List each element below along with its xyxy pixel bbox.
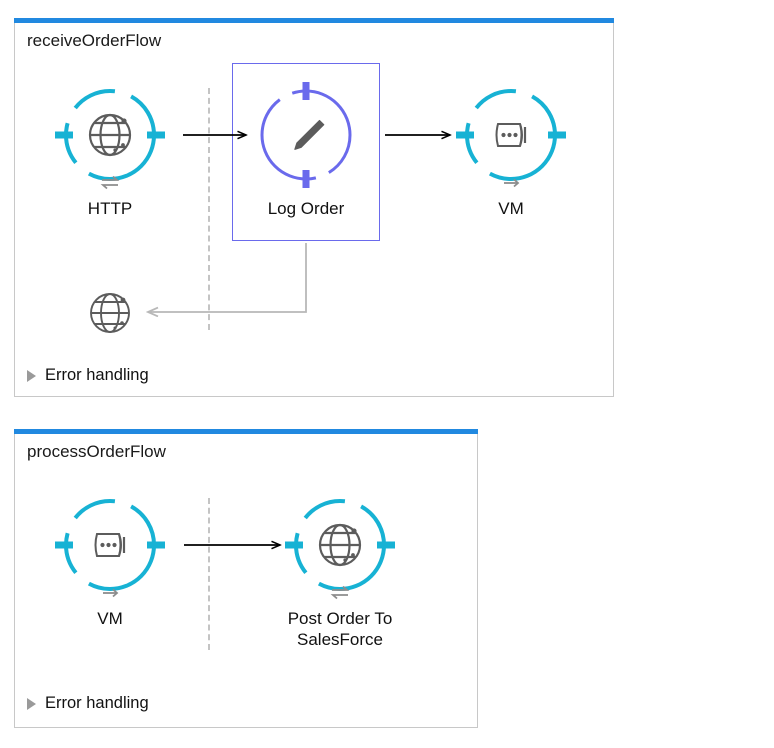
node-circle-post-order-to-salesforce[interactable] bbox=[285, 490, 395, 600]
flow-node-label: VM bbox=[498, 199, 524, 218]
source-process-divider bbox=[208, 498, 210, 650]
queue-icon-dots bbox=[501, 132, 518, 138]
flow-node-http[interactable]: HTTP bbox=[55, 80, 165, 218]
flow-node-label: VM bbox=[97, 609, 123, 628]
flow-node-error-globe[interactable] bbox=[82, 285, 138, 341]
node-circle-vm-listener[interactable] bbox=[55, 490, 165, 600]
globe-icon bbox=[318, 523, 362, 567]
triangle-right-icon[interactable] bbox=[27, 369, 36, 382]
error-handling-label: Error handling bbox=[45, 694, 149, 712]
queue-icon bbox=[495, 123, 527, 147]
node-circle-log-order[interactable] bbox=[251, 80, 361, 190]
error-handling-section[interactable]: Error handling bbox=[27, 366, 149, 385]
source-process-divider bbox=[208, 88, 210, 330]
flow-header-bar bbox=[14, 429, 478, 434]
globe-icon-dots bbox=[113, 297, 126, 330]
globe-icon bbox=[90, 293, 130, 333]
flow-container-processOrderFlow[interactable]: processOrderFlow Error handling bbox=[14, 429, 478, 728]
flow-node-log-order[interactable]: Log Order bbox=[251, 80, 361, 218]
selection-box-log-order[interactable] bbox=[232, 63, 380, 241]
node-circle-http[interactable] bbox=[55, 80, 165, 190]
node-circle-vm-publish[interactable] bbox=[456, 80, 566, 190]
globe-icon-dots bbox=[343, 528, 357, 562]
globe-icon-dots bbox=[113, 118, 127, 152]
triangle-right-icon[interactable] bbox=[27, 697, 36, 710]
globe-icon bbox=[88, 113, 132, 157]
node-circle-error-globe[interactable] bbox=[82, 285, 138, 341]
flow-container-receiveOrderFlow[interactable]: receiveOrderFlow Error handling bbox=[14, 18, 614, 397]
flow-title: receiveOrderFlow bbox=[27, 31, 162, 50]
flow-node-label: Log Order bbox=[267, 199, 345, 218]
flow-header-bar bbox=[14, 18, 614, 23]
flow-node-post-order-to-salesforce[interactable]: Post Order To SalesForce bbox=[285, 490, 395, 649]
exchange-arrows-icon bbox=[100, 175, 120, 190]
flow-node-label: HTTP bbox=[87, 199, 133, 218]
error-handling-label: Error handling bbox=[45, 366, 149, 384]
flow-title: processOrderFlow bbox=[27, 442, 166, 461]
error-handling-section[interactable]: Error handling bbox=[27, 694, 149, 713]
exchange-arrows-icon bbox=[330, 585, 350, 600]
arrow-right-icon bbox=[504, 178, 520, 188]
flow-node-vm-publish[interactable]: VM bbox=[456, 80, 566, 218]
flow-node-label: Post Order To SalesForce bbox=[287, 609, 393, 649]
arrow-right-icon bbox=[103, 588, 119, 598]
queue-icon bbox=[94, 533, 126, 557]
flow-node-vm-listener[interactable]: VM bbox=[55, 490, 165, 628]
pencil-icon bbox=[294, 119, 325, 150]
queue-icon-dots bbox=[100, 542, 117, 548]
